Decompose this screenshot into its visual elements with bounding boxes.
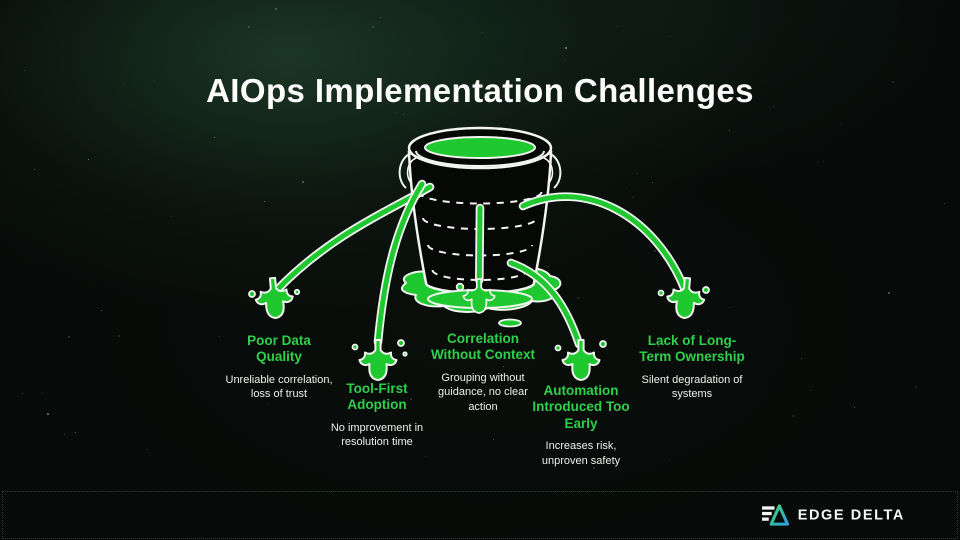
challenge-description: Grouping without guidance, no clear acti…	[438, 371, 528, 413]
star-dot	[888, 292, 891, 295]
star-dot	[609, 409, 611, 411]
challenge-description: Unreliable correlation, loss of trust	[225, 373, 333, 401]
star-dot	[396, 112, 398, 114]
star-dot	[410, 398, 413, 401]
star-dot	[577, 297, 580, 300]
star-dot	[264, 201, 266, 203]
star-dot	[497, 356, 500, 359]
splash-icon-ownership	[657, 275, 710, 321]
star-dot	[593, 467, 596, 470]
challenge-description: Increases risk, unproven safety	[541, 440, 621, 467]
star-dot	[801, 358, 803, 360]
star-dot	[670, 36, 672, 38]
star-dot	[854, 407, 856, 409]
star-dot	[214, 137, 216, 139]
star-dot	[617, 26, 619, 28]
star-dot	[146, 449, 148, 451]
star-dot	[22, 393, 24, 395]
star-dot	[267, 403, 269, 405]
star-dot	[219, 336, 221, 338]
challenge-description: No improvement in resolution time	[330, 421, 424, 449]
star-dot	[47, 413, 50, 416]
splash-icon-poor-data	[248, 275, 301, 321]
star-dot	[892, 81, 895, 84]
star-dot	[406, 440, 409, 443]
star-dot	[729, 130, 731, 132]
star-dot	[101, 310, 103, 312]
star-dot	[68, 336, 71, 339]
splash-icon-automation	[554, 339, 607, 381]
star-dot	[590, 84, 592, 86]
star-dot	[583, 404, 585, 406]
star-dot	[632, 196, 635, 199]
star-dot	[823, 161, 825, 163]
star-dot	[503, 366, 505, 368]
star-dot	[708, 330, 710, 332]
challenge-label: Automation Introduced Too Early	[532, 383, 630, 431]
footer-strip: EDGE DELTA	[2, 491, 958, 539]
star-dot	[669, 460, 671, 462]
star-dot	[626, 188, 628, 190]
challenge-label: Tool-First Adoption	[346, 381, 408, 413]
liquid-surface	[424, 136, 536, 159]
star-dot	[548, 266, 550, 268]
star-dot	[248, 26, 251, 29]
splash-icon-tool-first	[351, 339, 408, 381]
edge-delta-triangle-icon	[761, 504, 789, 526]
star-dot	[75, 432, 77, 434]
star-dot	[565, 59, 567, 61]
star-dot	[773, 106, 775, 108]
star-dot	[652, 182, 654, 184]
star-dot	[380, 17, 382, 19]
stream-icon-correlation	[475, 203, 485, 285]
stream-icon-tool-first	[373, 179, 427, 347]
brand-name: EDGE DELTA	[797, 507, 905, 523]
challenge-item-lack-of-ownership: Lack of Long- Term Ownership Silent degr…	[611, 333, 773, 402]
star-dot	[123, 83, 125, 85]
star-dot	[171, 216, 173, 218]
star-dot	[275, 8, 278, 11]
star-dot	[792, 415, 795, 418]
star-dot	[118, 335, 121, 338]
star-dot	[154, 80, 156, 82]
star-dot	[64, 434, 66, 436]
star-dot	[654, 250, 657, 253]
challenge-item-automation-too-early: Automation Introduced Too Early Increase…	[505, 383, 657, 468]
star-dot	[302, 181, 305, 184]
star-dot	[34, 169, 36, 171]
challenge-item-correlation-without-context: Correlation Without Context Grouping wit…	[411, 331, 555, 414]
challenge-item-poor-data-quality: Poor Data Quality Unreliable correlation…	[214, 333, 344, 402]
challenge-label: Lack of Long- Term Ownership	[639, 333, 745, 365]
star-dot	[810, 390, 812, 392]
star-dot	[915, 386, 918, 389]
challenge-description: Silent degradation of systems	[641, 373, 743, 401]
star-dot	[403, 114, 405, 116]
stream-icon-automation	[506, 258, 584, 349]
star-dot	[24, 70, 26, 72]
star-dot	[42, 392, 44, 394]
edge-delta-logo: EDGE DELTA	[761, 503, 905, 528]
star-dot	[88, 159, 90, 161]
star-dot	[425, 456, 427, 458]
star-dot	[482, 32, 484, 34]
star-dot	[565, 47, 568, 50]
challenge-label: Correlation Without Context	[430, 331, 536, 363]
star-dot	[944, 203, 946, 205]
star-dot	[637, 173, 639, 175]
star-dot	[729, 307, 731, 309]
star-dot	[840, 123, 842, 125]
star-dot	[658, 346, 660, 348]
splash-icon-correlation	[455, 278, 522, 328]
challenge-item-tool-first-adoption: Tool-First Adoption No improvement in re…	[310, 381, 444, 450]
star-dot	[493, 439, 495, 441]
stream-icon-ownership	[518, 192, 690, 295]
page-title: AIOps Implementation Challenges	[206, 72, 754, 110]
challenge-label: Poor Data Quality	[247, 333, 311, 365]
star-dot	[372, 26, 375, 29]
